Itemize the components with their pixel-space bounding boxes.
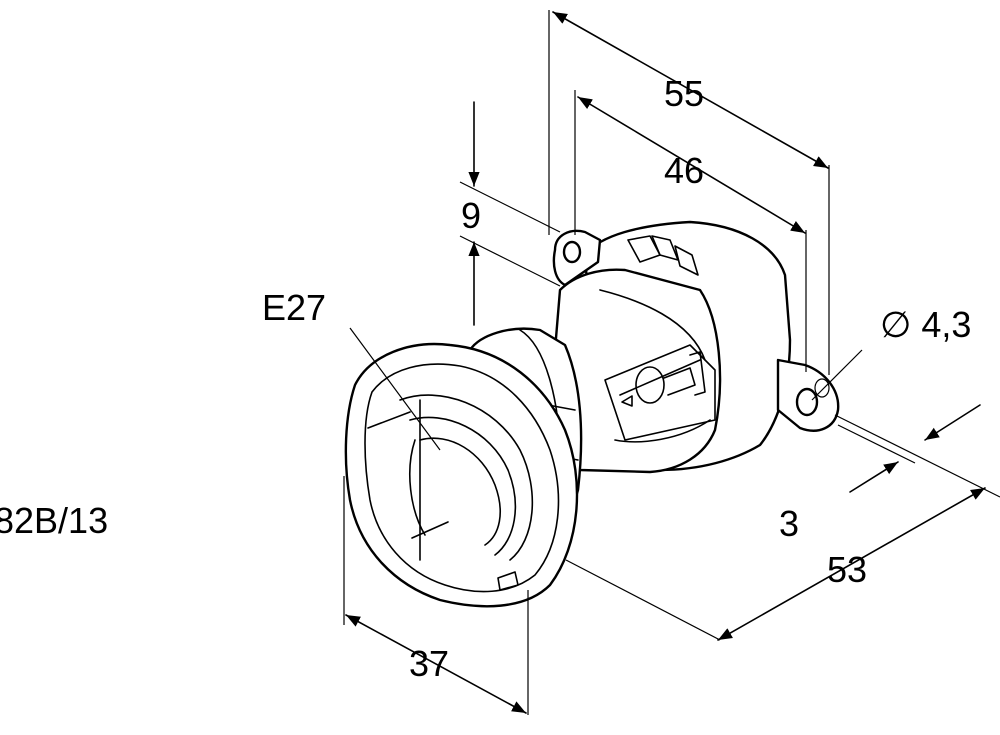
label-diameter: ∅ 4,3 <box>880 304 971 345</box>
label-46: 46 <box>664 150 704 191</box>
dim-line-37 <box>345 614 527 714</box>
bulb-symbol-icon <box>621 351 706 407</box>
mounting-hole-left <box>562 240 582 264</box>
dim-line-3-left <box>849 461 899 493</box>
label-9: 9 <box>461 195 481 236</box>
diameter-leader <box>811 349 863 401</box>
label-e27: E27 <box>262 287 326 328</box>
label-37: 37 <box>409 643 449 684</box>
front-ring-inner-edge <box>364 363 560 593</box>
part-code: 82B/13 <box>0 500 108 541</box>
label-55: 55 <box>664 73 704 114</box>
contact-pin-lower <box>411 521 449 539</box>
label-3: 3 <box>779 503 799 544</box>
rib-teeth <box>627 235 699 276</box>
labels: 55 46 9 E27 ∅ 4,3 3 53 37 82B/13 <box>0 73 971 684</box>
mounting-hole-right <box>795 387 819 417</box>
e27-leader <box>349 327 441 451</box>
label-53: 53 <box>827 549 867 590</box>
lamp-holder-body <box>344 220 840 608</box>
front-ring-outer <box>344 342 579 608</box>
dim-line-3-right <box>924 404 981 441</box>
latch-window <box>604 344 716 441</box>
dim-line-46 <box>577 96 806 234</box>
contact-pin-upper <box>367 411 411 429</box>
dimension-lines <box>343 10 1000 715</box>
dim-line-53 <box>717 487 986 641</box>
thread-contours <box>399 394 534 561</box>
